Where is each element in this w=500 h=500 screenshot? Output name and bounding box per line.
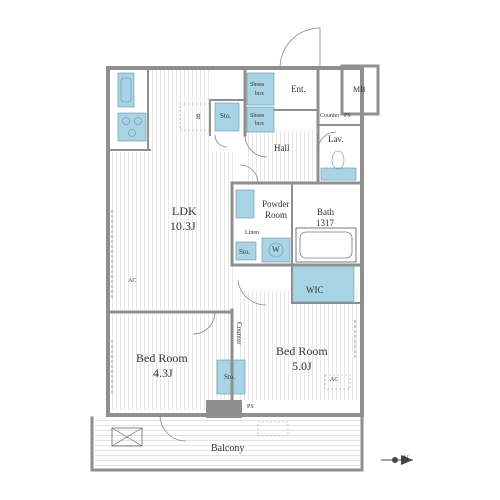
lav-basin [320,167,357,181]
bedroom1-door-swing [192,311,216,335]
wic-closet [291,265,355,303]
powder-room-line1: Powder [262,199,290,209]
hall-door-swing [244,134,268,158]
bedroom2-floor [238,290,358,400]
counter-1-label: Counter [235,322,244,345]
compass-label: N [403,454,409,463]
linen-label: Linen [245,230,259,236]
counter-2-label: Counter [320,113,340,119]
shoes-box-1-line1: Shoes [250,82,265,88]
powder-room-line2: Room [265,210,288,220]
shoes-box-upper [246,72,275,106]
bath-name: Bath [317,207,334,217]
sto-closet-2 [235,241,257,261]
lav-label: Lav. [328,134,344,144]
ac-2-label: AC [330,377,339,383]
burner-1 [122,117,130,125]
doors [159,27,337,442]
shoes-box-1-line2: box [255,91,264,97]
bathtub [295,227,357,263]
bedroom2-name: Bed Room [276,344,328,358]
bath-size: 1317 [316,218,334,228]
refrigerator-label: R [196,113,201,121]
lav-door-swing [317,131,337,151]
walls [90,64,380,472]
ac-bedroom2 [324,374,351,390]
shoes-box-lower [246,106,275,133]
ac-unit-balcony [111,427,143,447]
burner-2 [134,117,142,125]
kitchen-sink [117,72,135,108]
bedroom1-size: 4.3J [153,366,173,380]
wic-label: WIC [306,285,324,295]
ps-pillar [206,400,242,418]
ldk-floor [111,152,236,312]
compass [381,455,413,465]
bedroom1-floor [111,312,229,410]
entrance-door-swing [279,27,321,69]
bedroom2-size: 5.0J [292,359,312,373]
misc [111,103,356,447]
mb-box [340,64,380,116]
shoes-box-2-line1: Shoes [250,113,265,119]
ps-2-label: PS [247,404,254,410]
bedroom2-door-swing [237,279,267,306]
sto-door-swing [214,134,228,148]
toilet-bowl [331,150,345,170]
sink-basin [120,77,132,103]
hall-floor [245,130,315,185]
ps-1-label: PS [344,113,351,119]
burner-3 [128,129,136,137]
balcony-door-swing [159,414,187,442]
sto-closet-1 [214,102,240,132]
shoes-box-2-line2: box [255,121,264,127]
kitchen-stove [117,112,147,142]
washer-drum [268,242,284,258]
vanity-sink [235,189,255,219]
powder-door-swing [239,164,259,184]
sto-3-label: Sto. [224,373,236,381]
bedroom1-name: Bed Room [136,351,188,365]
balcony-label: Balcony [211,443,245,454]
sto-1-label: Sto. [220,112,232,120]
washer-label: W [272,245,280,254]
ac-1-label: AC [128,278,137,284]
hall-label: Hall [274,143,290,153]
ldk-name: LDK [172,204,197,218]
ldk-size: 10.3J [170,219,196,233]
floor-hatching [95,70,360,470]
mb-label: MB [353,85,366,94]
washer-space [261,237,291,263]
sto-2-label: Sto. [239,248,251,256]
ac-outdoor [257,421,289,437]
ent-label: Ent. [291,84,306,94]
fixture-details [120,77,345,258]
